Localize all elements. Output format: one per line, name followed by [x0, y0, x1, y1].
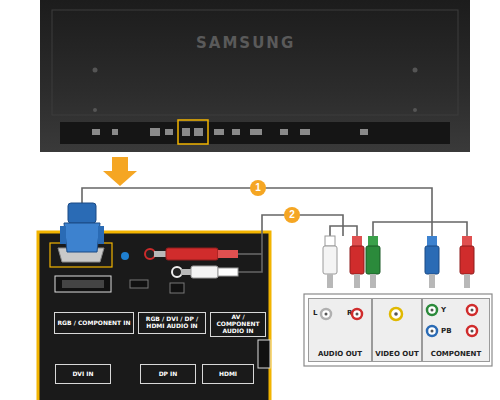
jack-group-box: L R AUDIO OUT [308, 298, 372, 362]
jack-label: Y [441, 307, 446, 314]
port-label: HDMI [219, 371, 237, 378]
monitor-back [40, 0, 470, 152]
port-label: DP IN [159, 371, 178, 378]
device-panel [304, 294, 492, 366]
jack-label: PB [441, 328, 451, 335]
port-label-box: RGB / DVI / DP / HDMI AUDIO IN [138, 312, 206, 334]
component-cable [82, 188, 467, 236]
rca-jack [172, 267, 182, 277]
port-label: RGB / COMPONENT IN [57, 320, 130, 327]
port-label-box: RGB / COMPONENT IN [54, 312, 134, 334]
port-label-box: HDMI [202, 364, 254, 384]
brand-logo: SAMSUNG [196, 34, 295, 52]
port-label-box: DP IN [140, 364, 196, 384]
callout-number: 2 [284, 207, 300, 223]
audio-jack [121, 252, 129, 260]
rca-plug [154, 248, 238, 278]
port-label-box: AV / COMPONENT AUDIO IN [210, 312, 266, 337]
port-label: RGB / DVI / DP / HDMI AUDIO IN [141, 316, 203, 330]
audio-cable [238, 215, 357, 272]
rca-jack [145, 249, 155, 259]
rear-ports [92, 128, 368, 136]
dvi-port [55, 276, 111, 292]
port-label: DVI IN [72, 371, 93, 378]
port-label-box: DVI IN [55, 364, 111, 384]
port-panel [38, 232, 270, 400]
jack-label: R [347, 310, 352, 317]
jack-group-box: VIDEO OUT [372, 298, 422, 362]
rca-plugs [323, 236, 474, 288]
highlight-frame [178, 120, 208, 144]
jack-group-box: Y PB COMPONENT [422, 298, 490, 362]
group-title: AUDIO OUT [309, 351, 371, 358]
callout-number: 1 [250, 180, 266, 196]
port-label: AV / COMPONENT AUDIO IN [213, 314, 263, 335]
vga-plug [60, 203, 104, 252]
group-title: VIDEO OUT [373, 351, 421, 358]
jack-label: L [313, 310, 317, 317]
group-title: COMPONENT [423, 351, 489, 358]
down-arrow [103, 157, 137, 186]
